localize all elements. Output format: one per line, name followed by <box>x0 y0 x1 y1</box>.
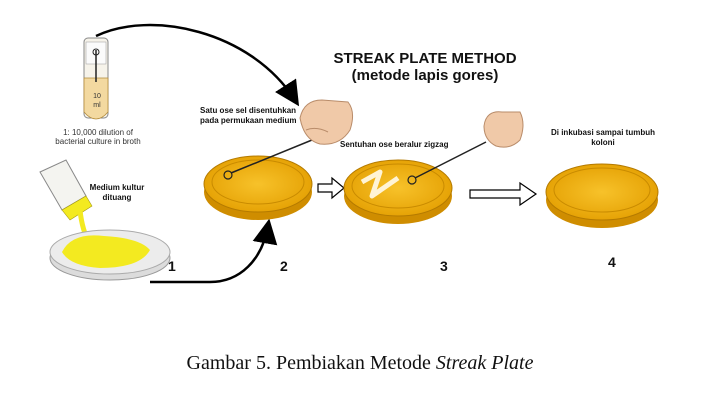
zigzag-streak <box>360 169 400 199</box>
step-number-2: 2 <box>280 258 288 274</box>
caption-italic: Streak Plate <box>435 352 534 374</box>
title-line-2: (metode lapis gores) <box>351 67 499 84</box>
step-number-1: 1 <box>168 258 176 274</box>
hand-3 <box>483 111 524 148</box>
dilution-label: 1: 10,000 dilution of bacterial culture … <box>55 128 141 146</box>
step-number-3: 3 <box>440 258 448 274</box>
arrow-tube-to-dish <box>95 23 300 107</box>
test-tube <box>83 37 109 120</box>
step2-label: Satu ose sel disentuhkan pada permukaan … <box>200 106 297 125</box>
arrow-3-to-4 <box>469 181 538 207</box>
arrow-dish1-to-dish2 <box>150 218 278 284</box>
caption-prefix: Gambar 5. Pembiakan Metode <box>186 352 436 374</box>
figure-caption: Gambar 5. Pembiakan Metode Streak Plate <box>0 352 720 375</box>
step3-label: Sentuhan ose beralur zigzag <box>340 140 449 149</box>
petri-dish-4 <box>545 163 659 228</box>
step-number-4: 4 <box>608 254 616 270</box>
tube-volume: 10 <box>93 93 101 100</box>
hand-2 <box>299 99 354 145</box>
title-line-1: STREAK PLATE METHOD <box>333 50 517 67</box>
pouring-flask <box>39 159 93 247</box>
petri-dish-2 <box>203 139 313 220</box>
tube-unit: ml <box>93 102 101 109</box>
petri-dish-3 <box>343 141 487 224</box>
diagram-title: STREAK PLATE METHOD (metode lapis gores) <box>300 50 550 84</box>
arrow-2-to-3 <box>317 176 345 200</box>
step4-label: Di inkubasi sampai tumbuh koloni <box>550 128 655 147</box>
pour-label: Medium kultur dituang <box>89 183 145 202</box>
petri-dish-1 <box>49 229 171 281</box>
